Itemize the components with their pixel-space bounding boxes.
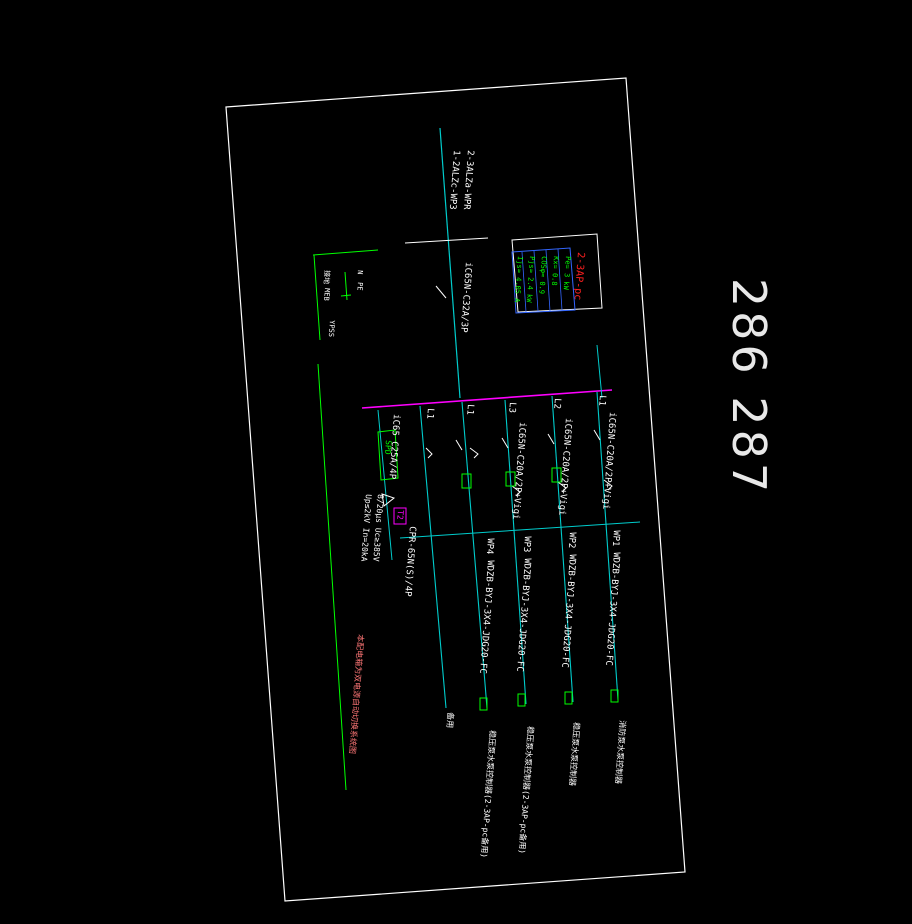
- spd-t2-label: T2: [395, 510, 405, 520]
- branch-1-phase: L1: [596, 395, 607, 407]
- diagram-note: 本配电箱为双电源自动切换系统图: [348, 634, 366, 754]
- branch-1: L1 iC65N-C20A/2P+Vigi WP1 WDZB-BYJ-3X4-J…: [596, 391, 628, 785]
- panel-table-row-2: Kx= 0.8: [550, 256, 560, 286]
- grounding-area: N PE 接地 MEB YPSS: [312, 249, 379, 791]
- drawing-frame: [225, 77, 686, 902]
- branch-2-phase: L2: [551, 398, 562, 410]
- neutral-label: N: [356, 270, 364, 275]
- branch-4-circuit: WP4: [484, 538, 495, 555]
- incoming-text-1: 2-3ALZa-WPR: [461, 150, 475, 211]
- right-bus-line: [596, 344, 603, 399]
- incoming-feeder: 2-3ALZa-WPR 1-2ALZc-WP3 iC65N-C32A/3P: [404, 127, 489, 399]
- branch-4-load: 稳压泵水泵控制器(2-3AP-pc备用): [479, 730, 498, 859]
- branch-2-breaker: iC65N-C20A/2P+Vigi: [556, 418, 573, 516]
- branch-3-circuit: WP3: [521, 536, 532, 553]
- branch-3: L3 iC65N-C20A/2P+Vigi WP3 WDZB-BYJ-3X4-J…: [504, 399, 536, 855]
- panel-table-row-1: Pe= 3 kW: [562, 256, 572, 291]
- panel-table-row-5: Ijs= 4.05 A: [513, 256, 524, 304]
- branch-2-load: 稳压泵水泵控制器: [568, 722, 582, 787]
- branch-1-breaker: iC65N-C20A/2P+Vigi: [600, 412, 617, 510]
- cable-tie-line: [399, 521, 641, 539]
- branch-2-circuit: WP2: [566, 532, 577, 549]
- main-breaker-label: iC65N-C32A/3P: [458, 262, 473, 334]
- branch-3-breaker: iC65N-C20A/2P+Vigi: [510, 422, 527, 520]
- branch-5-load: 备用: [445, 712, 456, 729]
- spd-model-label: CPR-65N(S)/4P: [402, 526, 417, 598]
- ground-text-2: MEB: [322, 288, 331, 301]
- branch-3-load: 稳压泵水泵控制器(2-3AP-pc备用): [517, 726, 536, 855]
- branch-2-cable: WDZB-BYJ-3X4-JDG20-FC: [559, 554, 577, 668]
- spd-params-1: 8/20μs Uc≥385V: [371, 494, 385, 562]
- panel-box: 2-3AP-pc Pe= 3 kW Kx= 0.8 COSφ= 0.9 Pjs=…: [511, 233, 603, 314]
- branch-2: L2 iC65N-C20A/2P+Vigi WP2 WDZB-BYJ-3X4-J…: [551, 395, 582, 787]
- surge-protection: iC65 C25A/4P SPD T2 CPR-65N(S)/4P 8/20μs…: [359, 409, 417, 598]
- branch-3-phase: L3: [506, 402, 517, 414]
- surge-tag: SPD: [383, 440, 393, 455]
- surge-breaker-label: iC65 C25A/4P: [386, 414, 401, 480]
- breaker-symbols: [425, 429, 613, 497]
- panel-table-row-3: COSφ= 0.9: [537, 256, 548, 294]
- page-numbers: 286 287: [722, 277, 777, 497]
- branch-1-load: 消防泵水泵控制器: [614, 720, 628, 785]
- spd-params-2: Up≤2kV In=20kA: [359, 494, 373, 562]
- branch-5-phase: L1: [424, 408, 435, 420]
- spd-box: [393, 507, 407, 525]
- panel-name-1: 2-3AP-pc: [572, 252, 586, 301]
- ground-code-label: YPSS: [327, 320, 336, 337]
- branch-1-cable: WDZB-BYJ-3X4-JDG20-FC: [603, 552, 621, 666]
- pe-label: PE: [355, 282, 364, 291]
- ground-text-1: 接地: [322, 270, 332, 285]
- incoming-text-2: 1-2ALZc-WP3: [447, 150, 461, 210]
- branch-4: L1 WP4 WDZB-BYJ-3X4-JDG20-FC 稳压泵水泵控制器(2-…: [461, 401, 498, 859]
- branch-4-phase: L1: [464, 404, 475, 416]
- branch-5: L1 备用: [419, 405, 456, 729]
- branch-1-circuit: WP1: [610, 530, 621, 547]
- panel-table-row-4: Pjs= 2.4 kW: [525, 256, 536, 304]
- busbar: [361, 389, 613, 409]
